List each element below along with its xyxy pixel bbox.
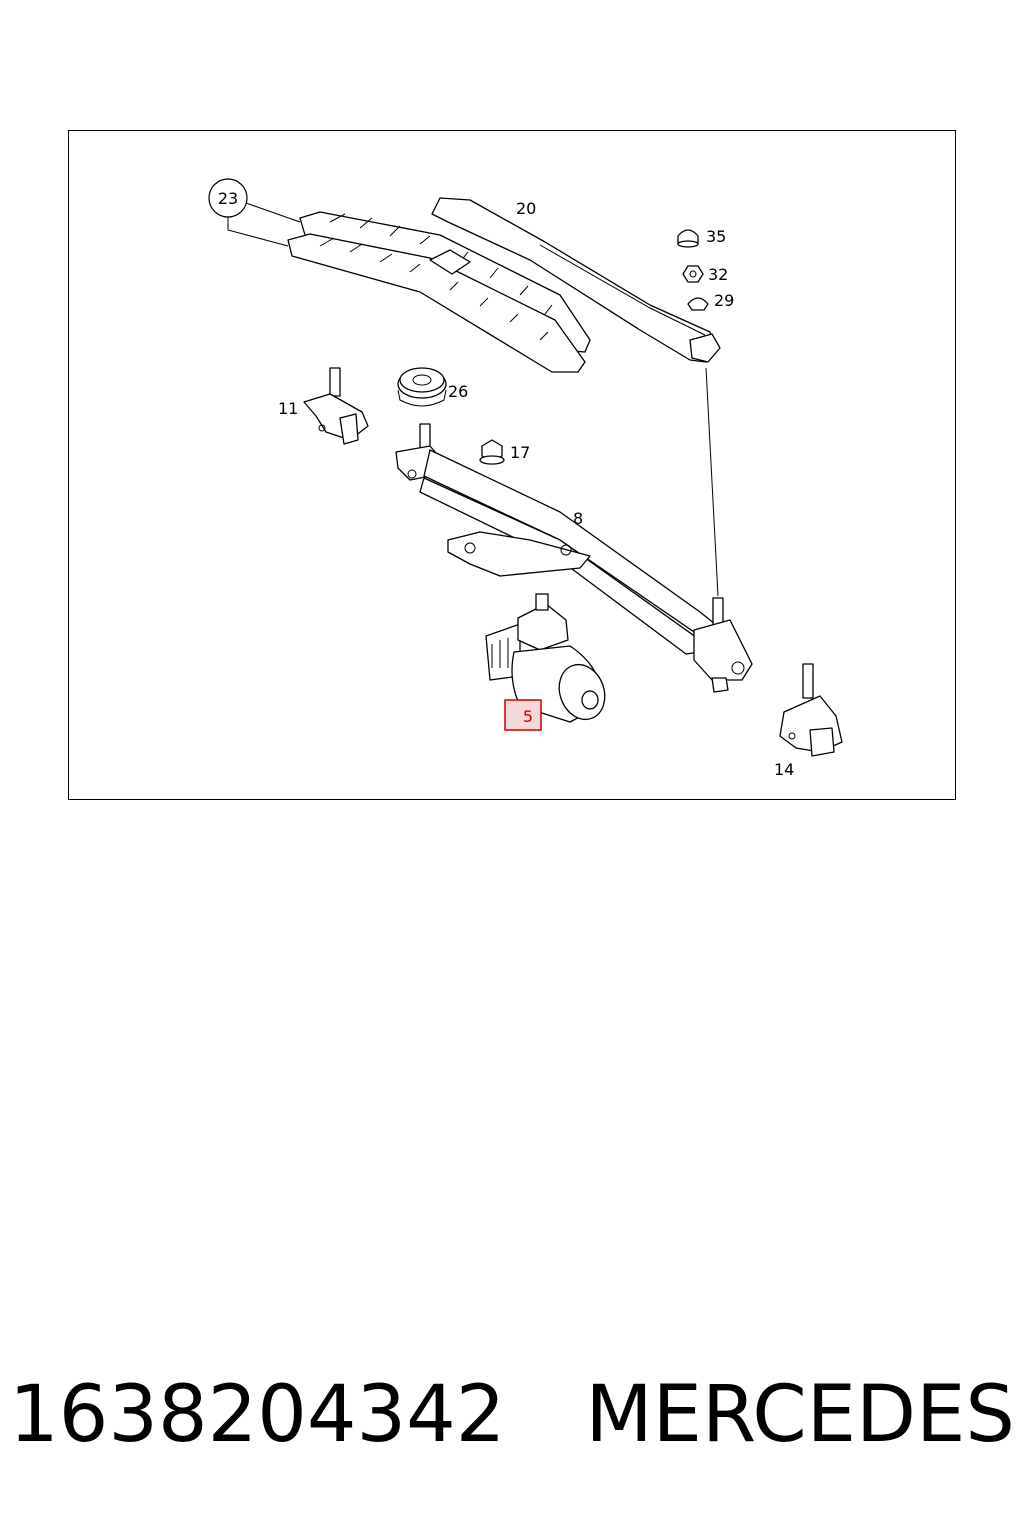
callout-26[interactable]: 26: [448, 382, 468, 401]
wiper-arm-part[interactable]: [431, 197, 721, 363]
callout-17[interactable]: 17: [510, 443, 530, 462]
callout-14[interactable]: 14: [774, 760, 794, 779]
callout-5-label: 5: [523, 707, 533, 726]
part-number: 1638204342: [9, 1370, 506, 1460]
cap-part[interactable]: [677, 229, 699, 248]
left-pivot-bearing-part[interactable]: [303, 367, 369, 445]
flange-nut-part[interactable]: [479, 439, 505, 465]
product-caption: 1638204342 MERCEDES: [0, 1360, 1024, 1470]
callout-5[interactable]: 5: [504, 699, 542, 731]
callout-32[interactable]: 32: [708, 265, 728, 284]
callout-23-label: 23: [218, 189, 238, 208]
wiper-blade-part[interactable]: [287, 211, 591, 373]
diagram-frame: [68, 130, 956, 800]
washer-part[interactable]: [687, 297, 709, 311]
brand-name: MERCEDES: [585, 1370, 1015, 1460]
callout-11[interactable]: 11: [278, 399, 298, 418]
callout-23[interactable]: 23: [208, 178, 248, 218]
right-pivot-bearing-part[interactable]: [779, 663, 843, 757]
callout-20[interactable]: 20: [516, 199, 536, 218]
callout-35[interactable]: 35: [706, 227, 726, 246]
grommet-part[interactable]: [397, 367, 447, 407]
nut-part[interactable]: [682, 265, 704, 283]
wiper-linkage-part[interactable]: [395, 423, 753, 693]
callout-8[interactable]: 8: [573, 509, 583, 528]
callout-29[interactable]: 29: [714, 291, 734, 310]
